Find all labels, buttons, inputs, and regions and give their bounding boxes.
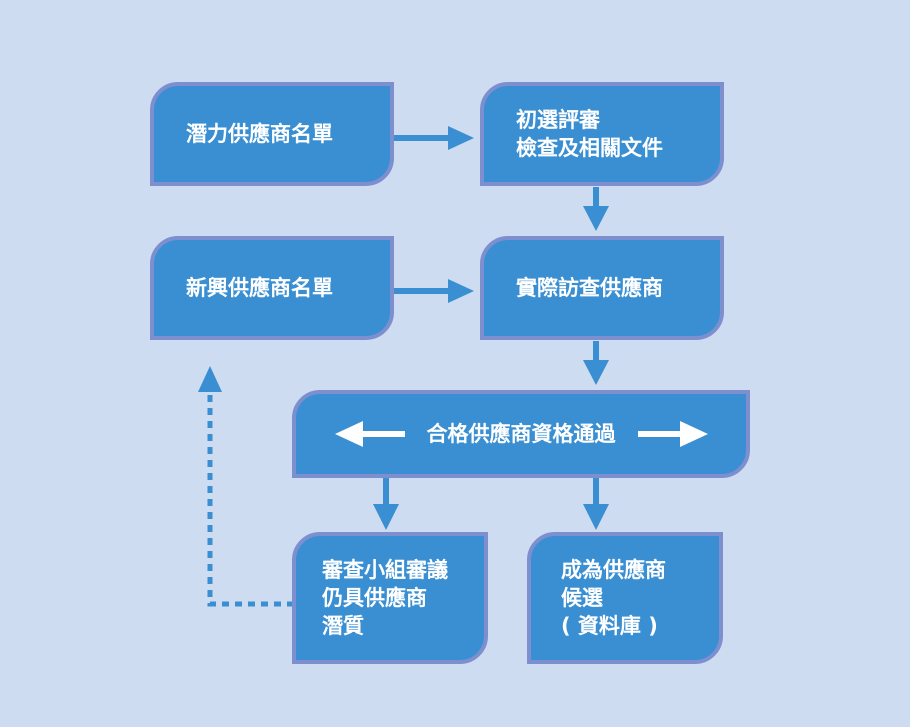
node-emerging-supplier-list: 新興供應商名單 [150,236,394,340]
node-potential-supplier-list: 潛力供應商名單 [150,82,394,186]
right-arrow-icon [637,421,708,447]
node-review-line-1: 審查小組審議 [322,558,448,582]
node-emerging-line-1: 新興供應商名單 [186,276,333,300]
node-candidate-line-3: ( 資料庫 ) [561,614,658,638]
node-candidate-line-1: 成為供應商 [561,558,666,582]
arrow-preliminary-to-visit [583,187,609,231]
left-arrow-icon [334,421,405,447]
node-site-visit: 實際訪查供應商 [480,236,724,340]
arrow-qualified-to-review [373,478,399,530]
node-preliminary-review: 初選評審 檢查及相關文件 [480,82,724,186]
arrow-potential-to-preliminary [394,126,474,150]
node-potential-line-1: 潛力供應商名單 [186,122,333,146]
node-review-committee: 審查小組審議 仍具供應商 潛質 [292,532,488,664]
arrow-qualified-to-candidate [583,478,609,530]
node-visit-line-1: 實際訪查供應商 [516,276,663,300]
node-review-line-3: 潛質 [322,614,364,638]
node-preliminary-line-2: 檢查及相關文件 [516,136,663,160]
node-candidate-line-2: 候選 [561,586,603,610]
node-supplier-candidate: 成為供應商 候選 ( 資料庫 ) [527,532,723,664]
arrow-emerging-to-visit [394,279,474,303]
arrow-visit-to-qualified [583,341,609,385]
node-qualified-line-1: 合格供應商資格通過 [426,422,616,446]
dotted-arrow-review-to-emerging [198,366,294,607]
node-review-line-2: 仍具供應商 [322,586,427,610]
node-preliminary-line-1: 初選評審 [516,108,600,132]
node-qualified-supplier: 合格供應商資格通過 [292,390,750,478]
